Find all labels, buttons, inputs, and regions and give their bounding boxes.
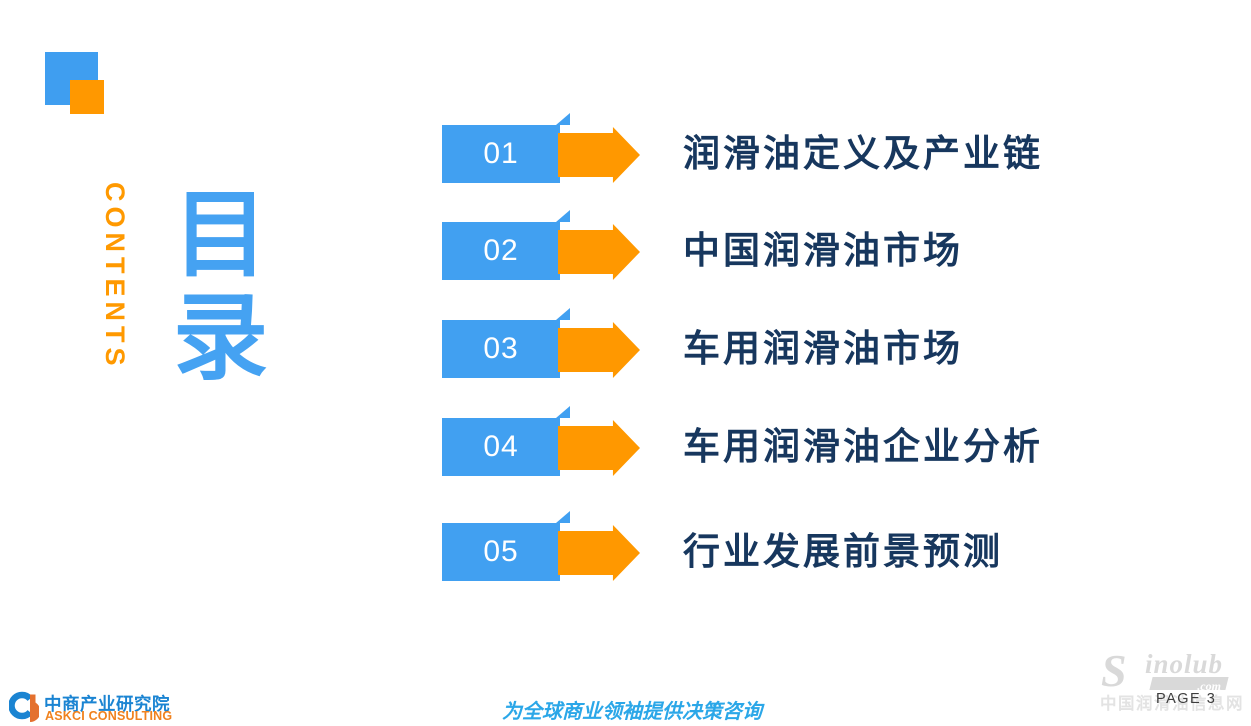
- ribbon-corner-icon: [556, 406, 570, 418]
- arrow-right-icon: [558, 224, 640, 280]
- toc-item-01[interactable]: 01 润滑油定义及产业链: [442, 113, 1122, 183]
- sinolub-watermark: S inolub .com 中国润滑油信息网: [1095, 645, 1251, 720]
- watermark-subtitle: 中国润滑油信息网: [1100, 695, 1244, 713]
- toc-item-label: 车用润滑油企业分析: [683, 427, 1043, 468]
- toc-item-03[interactable]: 03 车用润滑油市场: [442, 308, 1122, 378]
- footer-slogan: 为全球商业领袖提供决策咨询: [502, 701, 762, 723]
- toc-item-label: 中国润滑油市场: [683, 231, 963, 272]
- ribbon-corner-icon: [556, 308, 570, 320]
- toc-item-label: 车用润滑油市场: [683, 329, 963, 370]
- decor-square-orange-icon: [70, 80, 104, 114]
- toc-item-05[interactable]: 05 行业发展前景预测: [442, 511, 1122, 581]
- page-title: 目录: [159, 183, 265, 390]
- arrow-right-icon: [558, 525, 640, 581]
- askci-logo-icon: [9, 691, 39, 722]
- ribbon-corner-icon: [556, 511, 570, 523]
- ribbon-corner-icon: [556, 210, 570, 222]
- page-number: PAGE 3: [1156, 691, 1217, 707]
- logo-company-name-en: ASKCI CONSULTING: [45, 709, 173, 723]
- toc-item-04[interactable]: 04 车用润滑油企业分析: [442, 406, 1122, 476]
- toc-item-02[interactable]: 02 中国润滑油市场: [442, 210, 1122, 280]
- arrow-right-icon: [558, 420, 640, 476]
- ribbon-corner-icon: [556, 113, 570, 125]
- contents-vertical-label: CONTENTS: [100, 182, 130, 371]
- toc-number-badge: 02: [442, 222, 560, 280]
- arrow-right-icon: [558, 127, 640, 183]
- watermark-domain-ribbon: .com: [1149, 677, 1229, 693]
- toc-item-label: 行业发展前景预测: [683, 532, 1003, 573]
- watermark-brand-name: inolub: [1145, 649, 1224, 679]
- logo-company-name: 中商产业研究院: [44, 694, 170, 714]
- toc-number-badge: 03: [442, 320, 560, 378]
- arrow-right-icon: [558, 322, 640, 378]
- toc-number-badge: 01: [442, 125, 560, 183]
- toc-item-label: 润滑油定义及产业链: [683, 134, 1043, 175]
- toc-number-badge: 04: [442, 418, 560, 476]
- toc-number-badge: 05: [442, 523, 560, 581]
- watermark-brand-initial: S: [1101, 645, 1127, 696]
